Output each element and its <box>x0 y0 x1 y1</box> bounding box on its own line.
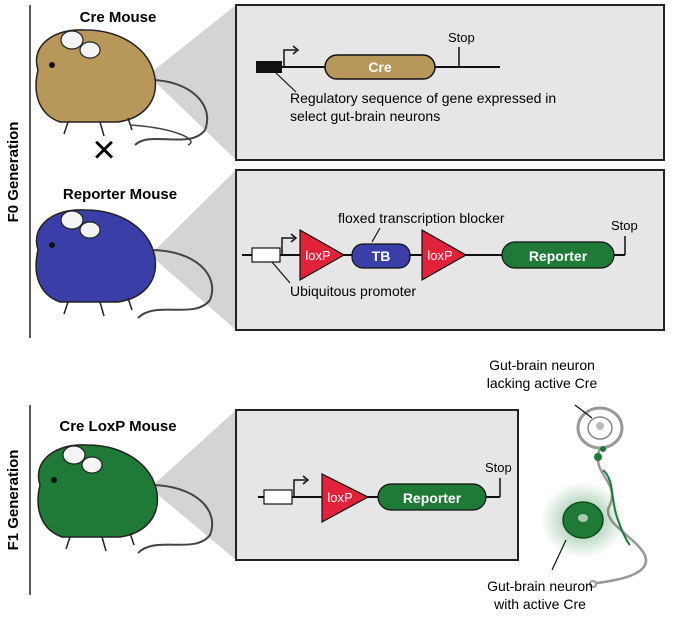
blocker-label: floxed transcription blocker <box>338 210 505 226</box>
promoter-arrow-icon <box>293 479 306 497</box>
neuron-with-cre <box>541 446 631 558</box>
tb-block <box>351 243 411 269</box>
cre-construct: Cre Stop Regulatory sequence of gene exp… <box>256 30 556 124</box>
creloxp-funnel <box>150 410 236 560</box>
reporter-gene <box>377 483 487 511</box>
creloxp-mouse <box>37 444 214 554</box>
cre-mouse-label: Cre Mouse <box>80 9 157 26</box>
cre-stop-label: Stop <box>448 30 475 45</box>
cre-construct-panel <box>235 4 665 161</box>
ubiquitous-promoter-block <box>263 489 293 505</box>
regulatory-sequence-block <box>256 61 282 73</box>
tb-label: TB <box>372 248 391 264</box>
cre-gene <box>324 54 436 80</box>
creloxp-stop-label: Stop <box>485 460 512 475</box>
loxp-right-triangle <box>421 228 468 282</box>
neuron-lacking-cre <box>576 406 648 588</box>
reporter-funnel <box>150 170 236 330</box>
neuron-active-line2: with active Cre <box>493 596 586 612</box>
reporter-construct: floxed transcription blocker loxP TB lox… <box>242 210 638 299</box>
regulatory-annotation-line1: Regulatory sequence of gene expressed in <box>290 90 556 106</box>
reporter-gene-label: Reporter <box>529 248 588 264</box>
cross-symbol: × <box>92 128 115 172</box>
cre-gene-label: Cre <box>368 59 392 75</box>
creloxp-mouse-label: Cre LoxP Mouse <box>59 418 176 435</box>
loxp-left-label: loxP <box>305 248 330 263</box>
promoter-arrow-icon <box>281 237 294 255</box>
reporter-stop-label: Stop <box>611 218 638 233</box>
f0-generation-label: F0 Generation <box>5 122 22 223</box>
reporter-gene <box>501 241 615 269</box>
reporter-mouse <box>35 209 214 319</box>
loxp-right-label: loxP <box>427 248 452 263</box>
neuron-active-line1: Gut-brain neuron <box>487 578 593 594</box>
promoter-arrow-icon <box>283 49 296 67</box>
regulatory-annotation-line2: select gut-brain neurons <box>290 108 440 124</box>
loxp-left-triangle <box>299 228 346 282</box>
loxp-label: loxP <box>327 490 352 505</box>
promoter-annotation: Ubiquitous promoter <box>290 283 416 299</box>
ubiquitous-promoter-block <box>251 247 281 263</box>
f1-generation-label: F1 Generation <box>5 450 22 551</box>
cre-mouse <box>35 29 209 146</box>
reporter-gene-label: Reporter <box>403 490 462 506</box>
neuron-inactive-line2: lacking active Cre <box>487 375 598 391</box>
creloxp-construct: loxP Reporter Stop <box>258 460 512 524</box>
cre-funnel <box>148 5 236 160</box>
neuron-inactive-line1: Gut-brain neuron <box>489 357 595 373</box>
reporter-mouse-label: Reporter Mouse <box>63 186 177 203</box>
loxp-triangle <box>321 473 370 524</box>
